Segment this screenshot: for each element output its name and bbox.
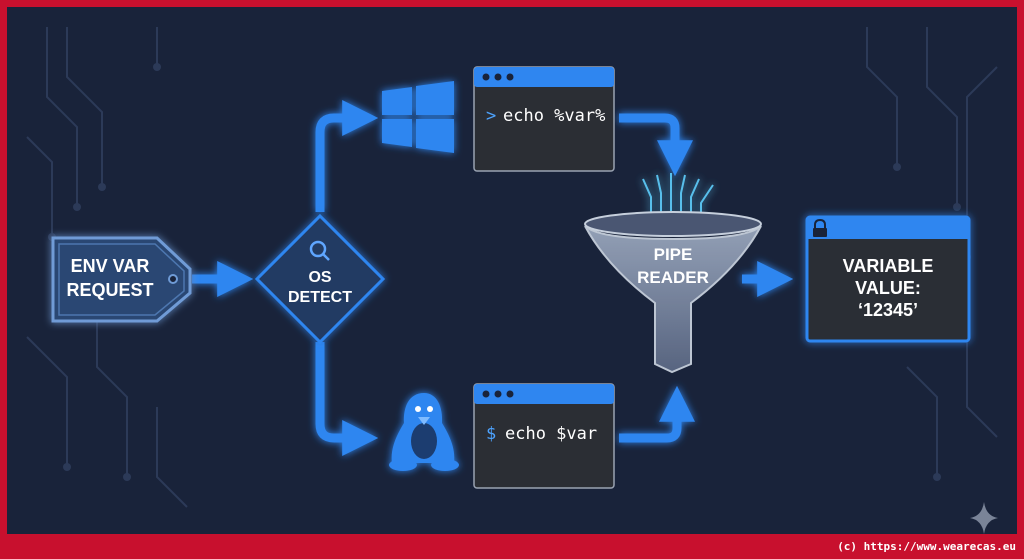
copyright-text: (c) https://www.wearecas.eu — [837, 540, 1016, 553]
arrow-detect-to-linux — [315, 342, 379, 456]
circuit-decoration — [26, 27, 998, 508]
window-controls-icon — [482, 73, 514, 81]
arrow-detect-to-windows — [315, 100, 379, 212]
arrow-linux-to-pipe — [619, 385, 695, 443]
pipe-line2: READER — [637, 268, 709, 287]
sparkle-icon — [970, 502, 998, 534]
footer: (c) https://www.wearecas.eu — [0, 536, 1024, 559]
env-var-request-node: ENV VAR REQUEST — [51, 236, 192, 323]
windows-terminal-window: > echo %var% — [473, 66, 615, 172]
linux-prompt: $ — [486, 424, 496, 444]
linux-terminal-window: $ echo $var — [473, 383, 615, 489]
linux-penguin-icon — [389, 393, 459, 471]
pipe-line1: PIPE — [654, 245, 693, 264]
arrow-windows-to-pipe — [619, 113, 693, 177]
windows-prompt: > — [486, 106, 496, 126]
magnifier-icon — [309, 240, 330, 261]
result-line3: ‘12345’ — [858, 300, 918, 320]
detect-line2: DETECT — [288, 289, 352, 306]
diagram-canvas: ENV VAR REQUEST OS DETECT — [7, 7, 1017, 534]
windows-command: echo %var% — [503, 106, 605, 126]
result-line2: VALUE: — [855, 278, 921, 298]
detect-line1: OS — [308, 269, 331, 286]
request-line2: REQUEST — [66, 280, 153, 300]
pipe-reader-node: PIPE READER — [584, 173, 762, 374]
window-controls-icon — [482, 390, 514, 398]
tag-hole-icon — [168, 274, 178, 284]
request-line1: ENV VAR — [71, 256, 150, 276]
linux-command: echo $var — [505, 424, 597, 444]
result-line1: VARIABLE — [843, 256, 934, 276]
os-detect-node: OS DETECT — [254, 213, 386, 345]
variable-value-node: VARIABLE VALUE: ‘12345’ — [805, 215, 971, 343]
windows-logo-icon — [382, 81, 454, 153]
lock-icon — [813, 218, 827, 237]
flow-diagram: ENV VAR REQUEST OS DETECT — [26, 27, 998, 534]
